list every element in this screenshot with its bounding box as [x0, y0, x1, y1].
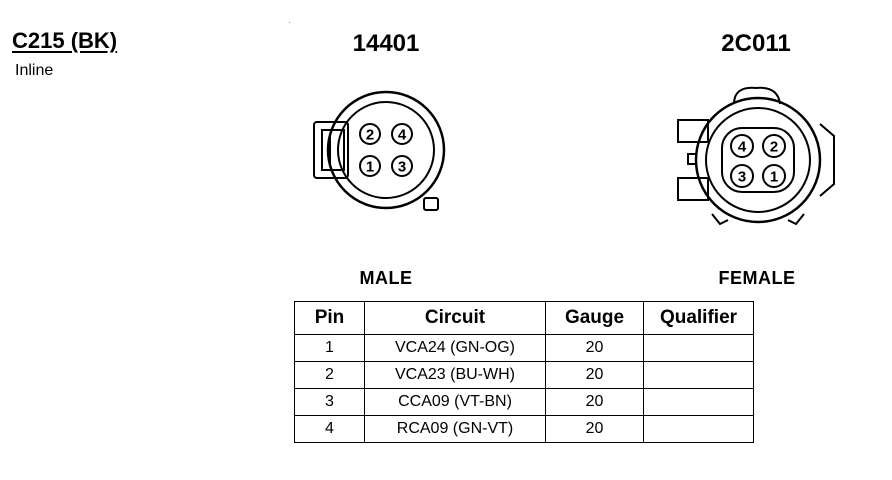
female-label: FEMALE: [718, 268, 796, 288]
male-latch-outer: [313, 121, 349, 179]
cell-circuit: VCA24 (GN-OG): [364, 334, 546, 362]
cell-pin: 1: [294, 334, 365, 362]
female-notch-left: [711, 213, 729, 226]
female-pin-label: 3: [738, 169, 746, 186]
female-top-bump: [733, 86, 781, 105]
female-part-number: 2C011: [721, 30, 791, 57]
cell-qualifier: [643, 334, 754, 362]
male-latch-inner: [321, 129, 345, 171]
cell-pin: 2: [294, 361, 365, 389]
male-pin-3: [391, 155, 413, 177]
table-row: 3 CCA09 (VT-BN) 20: [294, 388, 754, 416]
female-pin-1: [762, 164, 786, 188]
cell-circuit: VCA23 (BU-WH): [364, 361, 546, 389]
cell-gauge: 20: [545, 415, 644, 443]
connector-location: Inline: [15, 62, 54, 79]
female-body-outer: [694, 96, 822, 224]
female-right-tab: [819, 123, 835, 197]
female-pin-label: 2: [770, 139, 778, 156]
female-pin-label: 1: [770, 169, 778, 186]
female-pin-4: [730, 134, 754, 158]
cell-gauge: 20: [545, 334, 644, 362]
connector-id: C215 (BK): [12, 28, 118, 53]
table-row: 4 RCA09 (GN-VT) 20: [294, 415, 754, 443]
male-pin-2: [359, 123, 381, 145]
male-connector-diagram: 2 4 1 3: [313, 90, 446, 211]
female-connector-diagram: 4 2 3 1: [677, 86, 835, 226]
male-label: MALE: [359, 268, 413, 288]
table-header-row: Pin Circuit Gauge Qualifier: [294, 301, 754, 335]
cell-circuit: RCA09 (GN-VT): [364, 415, 546, 443]
female-tab-lower: [677, 177, 709, 201]
female-pin-housing: [721, 127, 795, 193]
stray-dot: [289, 22, 290, 23]
male-key: [423, 197, 439, 211]
male-pin-1: [359, 155, 381, 177]
female-body-inner: [705, 107, 811, 213]
pinout-table: Pin Circuit Gauge Qualifier 1 VCA24 (GN-…: [294, 301, 754, 443]
female-pin-3: [730, 164, 754, 188]
table-row: 1 VCA24 (GN-OG) 20: [294, 334, 754, 362]
male-pin-label: 1: [366, 159, 374, 176]
cell-gauge: 20: [545, 361, 644, 389]
header-gauge: Gauge: [545, 301, 644, 335]
cell-pin: 4: [294, 415, 365, 443]
male-pin-4: [391, 123, 413, 145]
male-pin-label: 3: [398, 159, 406, 176]
female-pin-2: [762, 134, 786, 158]
cell-qualifier: [643, 388, 754, 416]
cell-qualifier: [643, 415, 754, 443]
header-qualifier: Qualifier: [643, 301, 754, 335]
cell-circuit: CCA09 (VT-BN): [364, 388, 546, 416]
table-row: 2 VCA23 (BU-WH) 20: [294, 361, 754, 389]
male-body-inner: [337, 101, 435, 199]
female-pin-label: 4: [738, 139, 747, 156]
header-pin: Pin: [294, 301, 365, 335]
cell-pin: 3: [294, 388, 365, 416]
male-pin-label: 4: [398, 127, 407, 144]
male-pin-label: 2: [366, 127, 374, 144]
male-body-outer: [326, 90, 446, 210]
cell-qualifier: [643, 361, 754, 389]
header-circuit: Circuit: [364, 301, 546, 335]
female-tab-upper: [677, 119, 709, 143]
female-notch-right: [787, 213, 805, 226]
cell-gauge: 20: [545, 388, 644, 416]
male-part-number: 14401: [352, 30, 420, 57]
